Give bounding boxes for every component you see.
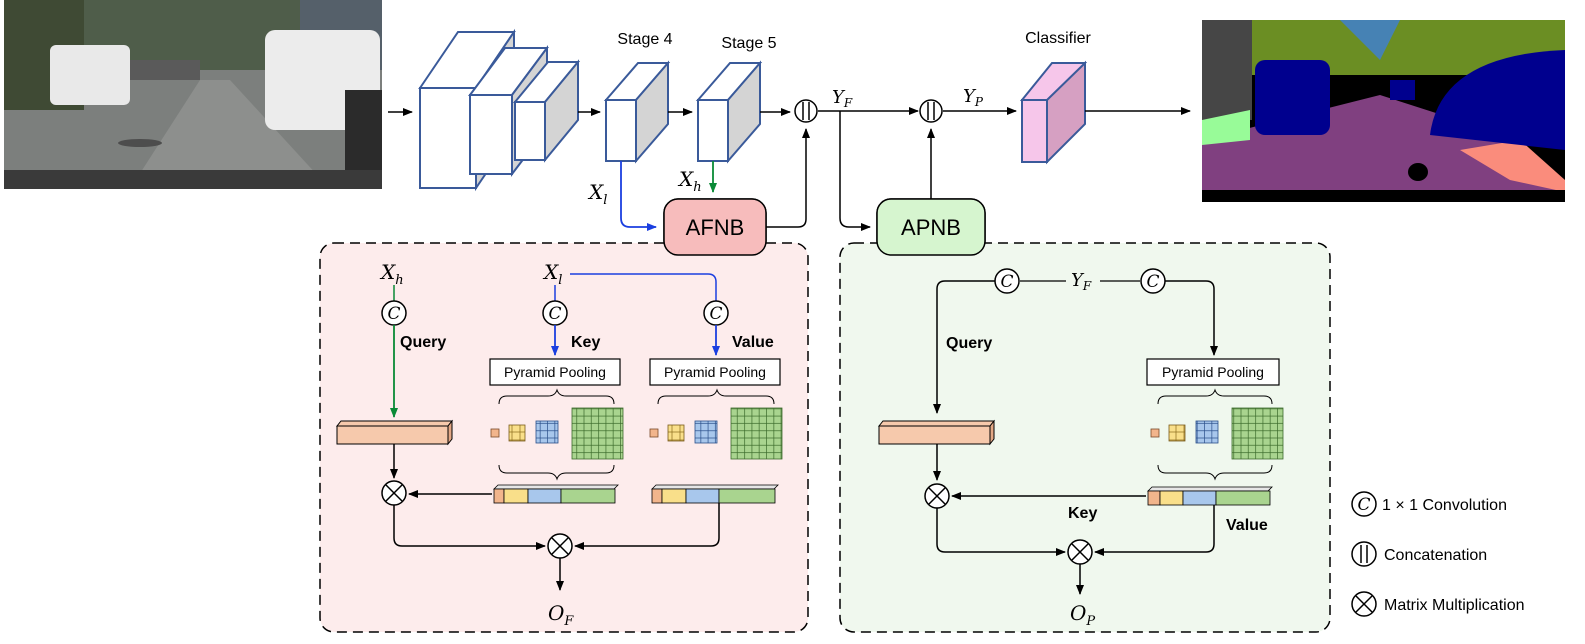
afnb-value-label: Value xyxy=(732,334,774,351)
yf-to-apnb-arrow xyxy=(839,111,871,231)
afnb-query-label: Query xyxy=(400,334,446,351)
legend-conv-icon xyxy=(1351,491,1377,517)
legend-concat-icon xyxy=(1351,541,1377,567)
apnb-value-label: Value xyxy=(1226,517,1268,534)
apnb-matmul1-to-matmul2 xyxy=(936,508,1066,556)
backbone-stage-4 xyxy=(603,60,671,164)
afnb-xh-label: Xh xyxy=(379,260,404,288)
stage4-label: Stage 4 xyxy=(617,31,672,48)
afnb-value-pyramid-pooling xyxy=(649,358,781,386)
afnb-key-pyramid-pooling xyxy=(489,358,621,386)
afnb-matmul1-to-matmul2 xyxy=(393,505,546,550)
apnb-query-arrow xyxy=(933,280,995,414)
afnb-xl-label: Xl xyxy=(542,260,562,288)
afnb-matmul-2-icon xyxy=(547,533,573,559)
apnb-query-feature-bar xyxy=(877,419,996,446)
afnb-value-pooled-grids xyxy=(649,388,783,460)
classifier-block xyxy=(1019,60,1088,165)
afnb-key-conv-symbol: C xyxy=(548,304,561,324)
afnb-detail-panel xyxy=(319,242,809,633)
apnb-block-overlay xyxy=(876,198,986,256)
apnb-yf-label: YF xyxy=(1071,270,1092,293)
apnb-matmul-2-icon xyxy=(1067,539,1093,565)
yp-label: YP xyxy=(963,86,984,109)
apnb-pooled-grids xyxy=(1150,388,1284,481)
apnb-value-conv-symbol: C xyxy=(1146,272,1159,292)
afnb-value-conv-symbol: C xyxy=(709,304,722,324)
legend-matmul-label: Matrix Multiplication xyxy=(1384,597,1524,614)
apnb-detail-panel xyxy=(839,242,1331,633)
afnb-value-pyramid-label: Pyramid Pooling xyxy=(664,364,766,380)
apnb-pyramid-pooling xyxy=(1146,358,1280,386)
concat-node-2 xyxy=(919,99,943,123)
concat-node-1 xyxy=(794,99,818,123)
legend-concat-label: Concatenation xyxy=(1384,547,1487,564)
input-street-photo xyxy=(4,0,382,189)
apnb-label-overlay: APNB xyxy=(901,215,961,240)
xh-label: Xh xyxy=(677,167,702,195)
afnb-of-label: OF xyxy=(548,601,574,629)
afnb-block-overlay xyxy=(663,198,767,256)
yf-label: YF xyxy=(832,87,853,110)
afnb-value-to-matmul2 xyxy=(574,503,720,550)
afnb-key-pooled-grids xyxy=(490,388,624,481)
xl-label: Xl xyxy=(587,180,607,208)
apnb-query-conv-symbol: C xyxy=(1000,272,1013,292)
afnb-query-feature-bar xyxy=(335,419,454,446)
classifier-label: Classifier xyxy=(1025,30,1091,47)
legend-matmul-icon xyxy=(1351,591,1377,617)
apnb-query-label: Query xyxy=(946,335,992,352)
stage5-label: Stage 5 xyxy=(721,35,776,52)
apnb-value-arrow xyxy=(1165,280,1218,356)
apnb-matmul-1-icon xyxy=(924,483,950,509)
afnb-key-pyramid-label: Pyramid Pooling xyxy=(504,364,606,380)
legend-conv-symbol: C xyxy=(1357,495,1370,515)
afnb-output-arrow xyxy=(766,128,810,228)
afnb-key-label: Key xyxy=(571,334,600,351)
apnb-op-label: OP xyxy=(1070,601,1095,629)
backbone-stage-3 xyxy=(512,59,581,163)
afnb-query-conv-symbol: C xyxy=(387,304,400,324)
apnb-key-label: Key xyxy=(1068,505,1097,522)
legend-conv-label: 1 × 1 Convolution xyxy=(1382,497,1507,514)
afnb-xl-branch xyxy=(570,273,717,301)
backbone-stage-5 xyxy=(695,60,763,164)
apnb-pyramid-label: Pyramid Pooling xyxy=(1162,364,1264,380)
afnb-label-overlay: AFNB xyxy=(686,215,745,240)
xl-arrow xyxy=(620,161,657,231)
apnb-value-to-matmul2 xyxy=(1094,505,1215,556)
apnb-flat-bar xyxy=(1147,486,1273,506)
afnb-matmul-1-icon xyxy=(381,480,407,506)
legend: C 1 × 1 Convolution Concatenation Matrix… xyxy=(1351,491,1524,617)
output-segmentation-map xyxy=(1202,20,1565,202)
afnb-value-flat-bar xyxy=(651,484,779,504)
afnb-key-flat-bar xyxy=(493,484,619,504)
